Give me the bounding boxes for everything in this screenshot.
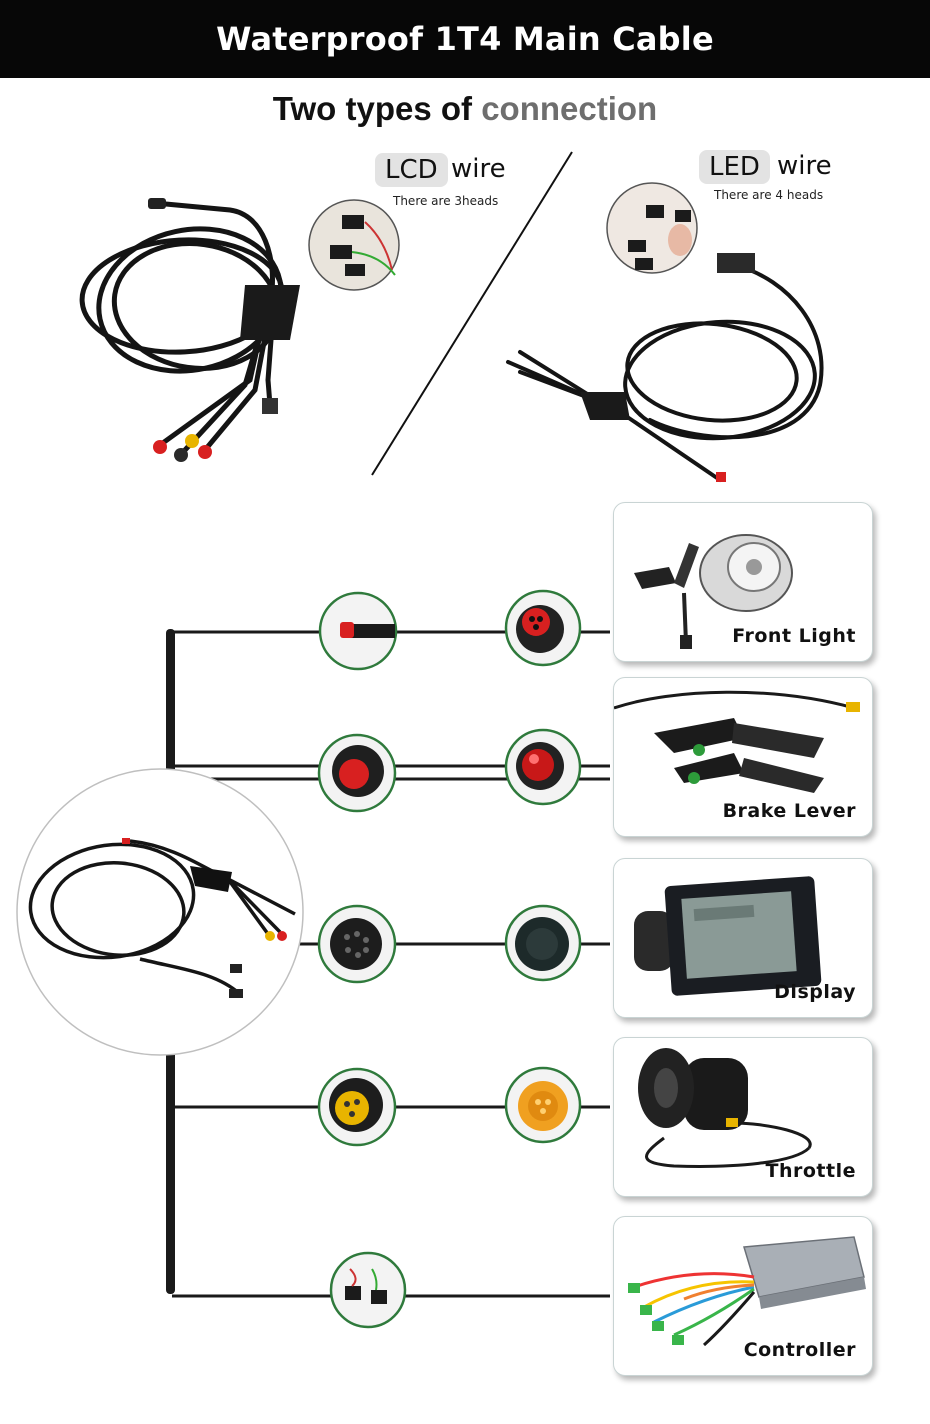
controller-label: Controller (743, 1339, 856, 1361)
led-wire-label: wire (777, 151, 832, 181)
brake-lever-label: Brake Lever (722, 800, 856, 822)
display-card: Display (613, 858, 873, 1018)
wiring-diagram (16, 589, 610, 1329)
controller-connector (329, 1251, 407, 1329)
controller-icon (628, 1236, 866, 1347)
divider-line (371, 151, 573, 476)
brake-lever-card: Brake Lever (613, 677, 873, 837)
brake-connector-female (504, 728, 582, 806)
led-badge: LED (699, 150, 770, 184)
lcd-connector-inset (308, 199, 400, 291)
front-light-icon (634, 534, 793, 649)
led-connector-inset (606, 182, 698, 274)
throttle-card: Throttle (613, 1037, 873, 1197)
display-connector-female (504, 904, 582, 982)
display-label: Display (774, 981, 856, 1003)
controller-card: Controller (613, 1216, 873, 1376)
front-light-connector-female (504, 589, 582, 667)
throttle-connector-female (504, 1066, 582, 1144)
display-icon (634, 876, 822, 996)
front-light-label: Front Light (732, 625, 856, 647)
lcd-wire-label: wire (451, 154, 506, 184)
header-bar: Waterproof 1T4 Main Cable (0, 0, 930, 78)
brake-connector-male (317, 733, 397, 813)
page-title: Waterproof 1T4 Main Cable (216, 20, 714, 58)
display-connector-male (317, 904, 397, 984)
subtitle-prefix: Two types of (272, 90, 473, 127)
subtitle-accent: connection (481, 90, 658, 127)
front-light-card: Front Light (613, 502, 873, 662)
lcd-heads-note: There are 3heads (393, 194, 499, 208)
lcd-badge: LCD (375, 153, 448, 187)
throttle-icon (638, 1048, 812, 1168)
led-heads-note: There are 4 heads (714, 188, 824, 202)
throttle-connector-male (317, 1067, 397, 1147)
throttle-label: Throttle (765, 1160, 856, 1182)
front-light-connector-male (318, 591, 398, 671)
subtitle: Two types of connection (0, 90, 930, 128)
brake-lever-icon (614, 690, 860, 793)
main-cable-hub (16, 768, 304, 1056)
cable-product-illustration (79, 151, 824, 482)
led-cable-image (506, 263, 824, 482)
